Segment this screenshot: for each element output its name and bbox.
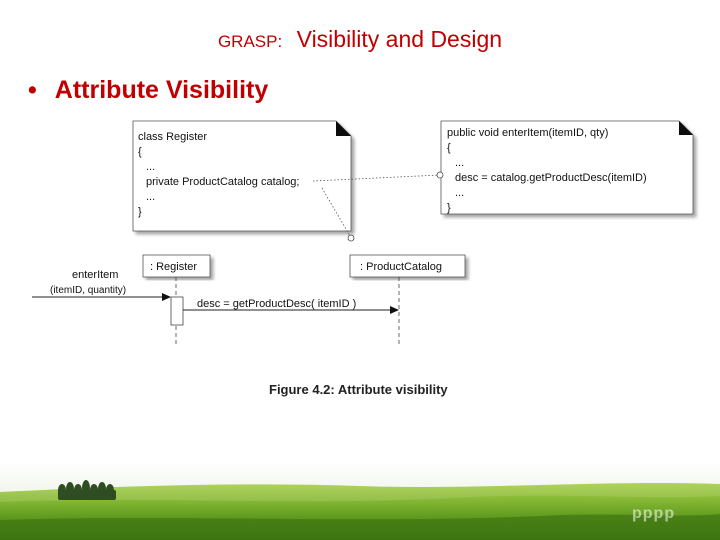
grass-footer (0, 462, 720, 540)
note-right-line: ... (455, 157, 464, 169)
bullet-marker: • (28, 76, 37, 104)
note-register-class (132, 120, 352, 232)
activation-bar (170, 296, 184, 326)
arrowhead (162, 293, 171, 301)
bullet-heading: • Attribute Visibility (28, 76, 268, 105)
note-right-line: ... (455, 187, 464, 199)
note-left-line: ... (146, 191, 155, 203)
note-enteritem-method (440, 120, 694, 215)
note-left-line: } (138, 206, 142, 218)
note-left-line: private ProductCatalog catalog; (146, 176, 299, 188)
bullet-text: Attribute Visibility (54, 76, 269, 104)
note-right-line: { (447, 142, 451, 154)
figure-caption: Figure 4.2: Attribute visibility (269, 382, 448, 397)
note-left-line: { (138, 146, 142, 158)
tree-line-icon (58, 480, 116, 500)
note-right-line: } (447, 202, 451, 214)
message-getdesc-label: desc = getProductDesc( itemID ) (197, 298, 356, 310)
watermark-text: pppp (632, 505, 676, 522)
note-right-line: public void enterItem(itemID, qty) (447, 127, 608, 139)
connector-end (347, 234, 355, 242)
lifeline-register-label: : Register (150, 261, 197, 273)
note-left-line: class Register (138, 131, 207, 143)
grass-field-graphic (0, 462, 720, 540)
note-right-line: desc = catalog.getProductDesc(itemID) (455, 172, 647, 184)
lifeline-catalog-label: : ProductCatalog (360, 261, 442, 273)
title-main: Visibility and Design (296, 26, 503, 52)
connector-end (436, 171, 444, 179)
arrowhead (390, 306, 399, 314)
note-connector (312, 174, 441, 182)
slide-title: GRASP: Visibility and Design (0, 26, 720, 53)
title-prefix: GRASP: (217, 32, 283, 51)
note-connector (321, 187, 351, 237)
message-enteritem-label: enterItem (72, 269, 118, 281)
lifeline-catalog-box (349, 254, 466, 278)
message-enteritem-args: (itemID, quantity) (50, 285, 126, 296)
note-left-line: ... (146, 161, 155, 173)
lifeline-register-box (142, 254, 211, 278)
